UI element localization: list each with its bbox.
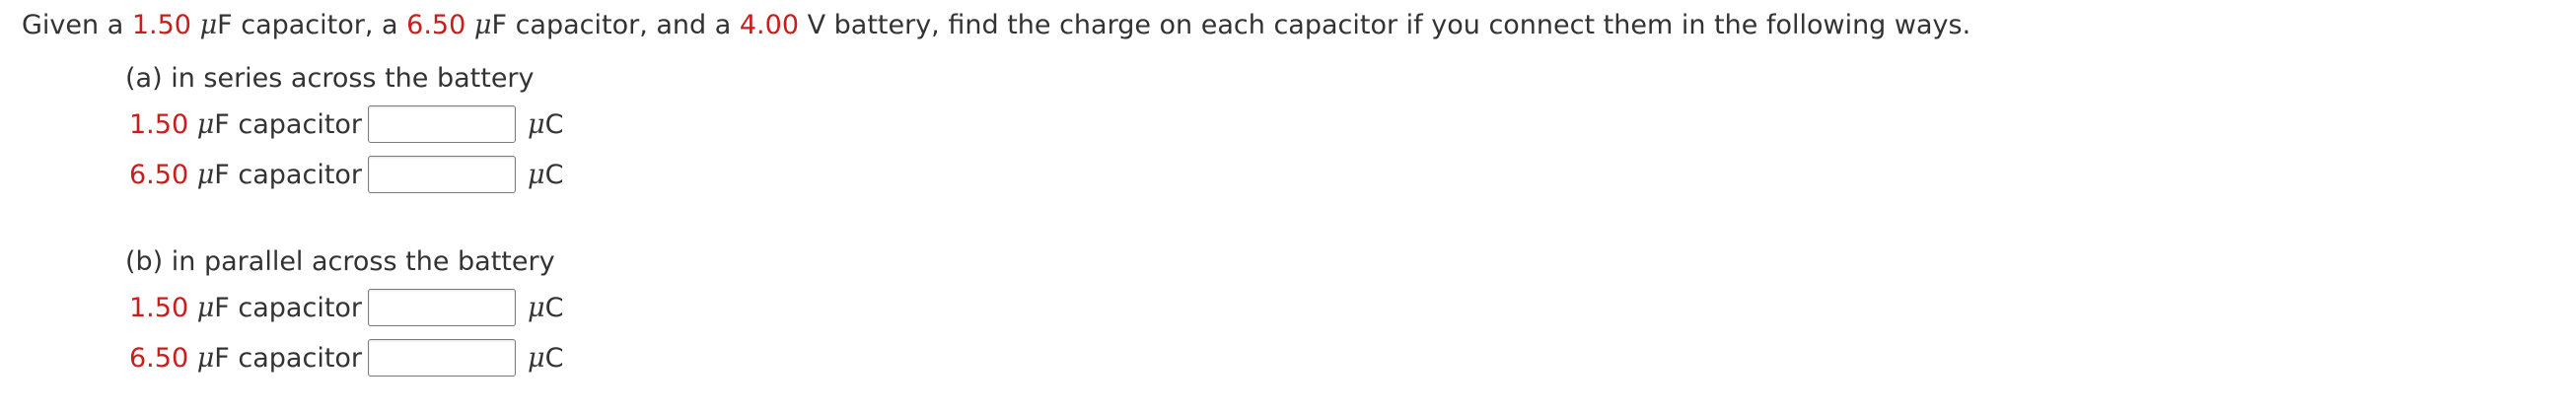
capacitor-2-unit-mu: μ [473, 10, 492, 40]
part-a-row-1-unit-mu: μ [528, 108, 545, 140]
part-b-row-2-value: 6.50 [129, 342, 189, 374]
battery-value: 4.00 [739, 10, 799, 40]
part-a-row-1-unit: μC [528, 109, 563, 140]
part-b-row-2-label: 6.50 μF capacitor [129, 343, 362, 374]
part-b-row-2-unit: μC [528, 343, 563, 374]
capacitor-1-unit-mu: μ [199, 10, 218, 40]
part-b-capacitor-2-input[interactable] [368, 339, 517, 377]
part-a-row-2-unit-rest: C [544, 159, 564, 190]
part-a-row-2-label: 6.50 μF capacitor [129, 160, 362, 190]
part-a-row-2-value: 6.50 [129, 159, 189, 190]
question-suffix: V battery, find the charge on each capac… [799, 10, 1971, 40]
part-a-row-2-unit: μC [528, 160, 563, 190]
part-b-row-1-mu: μ [196, 292, 215, 323]
part-b-row-1-unit-rest: C [544, 292, 564, 323]
part-b-row-1-unit: μC [528, 293, 563, 323]
part-b-row-1: 1.50 μF capacitor μC [129, 286, 563, 329]
part-a-row-1-value: 1.50 [129, 108, 189, 140]
part-b-row-2: 6.50 μF capacitor μC [129, 336, 563, 379]
part-a-capacitor-1-input[interactable] [368, 105, 517, 143]
part-a-label: (a) in series across the battery [125, 63, 535, 94]
part-b-row-1-label: 1.50 μF capacitor [129, 293, 362, 323]
part-b-capacitor-1-input[interactable] [368, 289, 517, 326]
part-a-row-1-label-rest: F capacitor [214, 108, 363, 140]
part-b-label: (b) in parallel across the battery [125, 246, 555, 277]
part-a-row-1: 1.50 μF capacitor μC [129, 103, 563, 146]
part-b-row-2-mu: μ [196, 342, 215, 374]
part-a-row-1-label: 1.50 μF capacitor [129, 109, 362, 140]
capacitor-2-value: 6.50 [406, 10, 466, 40]
part-b-row-2-label-rest: F capacitor [214, 342, 363, 374]
part-a-row-2-unit-mu: μ [528, 159, 545, 190]
part-b-row-1-value: 1.50 [129, 292, 189, 323]
part-b-row-1-unit-mu: μ [528, 292, 545, 323]
part-b-row-1-label-rest: F capacitor [214, 292, 363, 323]
part-a-row-2-label-rest: F capacitor [214, 159, 363, 190]
part-a-capacitor-2-input[interactable] [368, 156, 517, 193]
part-a-row-2-mu: μ [196, 159, 215, 190]
part-a-row-2: 6.50 μF capacitor μC [129, 153, 563, 196]
question-text: Given a 1.50 μF capacitor, a 6.50 μF cap… [22, 6, 1970, 45]
part-a-row-1-mu: μ [196, 108, 215, 140]
question-prefix: Given a [22, 10, 132, 40]
capacitor-1-value: 1.50 [131, 10, 191, 40]
part-a-row-1-unit-rest: C [544, 108, 564, 140]
part-b-row-2-unit-mu: μ [528, 342, 545, 374]
capacitor-1-unit-rest: F capacitor, a [217, 10, 407, 40]
capacitor-2-unit-rest: F capacitor, and a [491, 10, 740, 40]
part-b-row-2-unit-rest: C [544, 342, 564, 374]
